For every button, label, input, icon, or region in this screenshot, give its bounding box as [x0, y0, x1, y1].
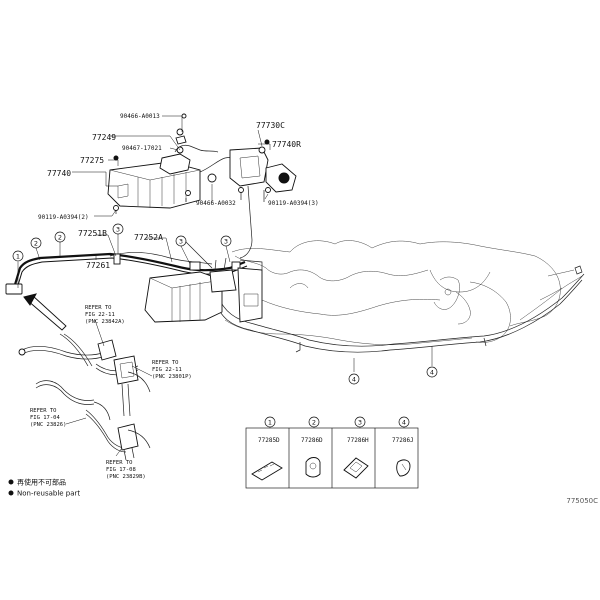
- tube-clamp: [189, 261, 201, 271]
- svg-text:1: 1: [268, 419, 272, 427]
- refer-sub-assemblies: [18, 333, 151, 461]
- label-77730c: 77730C: [256, 121, 285, 130]
- column-part-number: 77285D: [258, 437, 280, 444]
- label-77249: 77249: [92, 133, 116, 142]
- column-part-number: 77286H: [347, 437, 369, 444]
- label-77740r: 77740R: [272, 140, 301, 149]
- label-90119-a0394-3: 90119-A0394(3): [268, 200, 319, 207]
- refer-note-3: REFER TO FIG 17-04 (PNC 23826): [30, 408, 66, 428]
- table-column-2: 2 77286D: [301, 416, 323, 478]
- callout-3: 3: [175, 235, 187, 247]
- direction-arrow: [23, 293, 67, 331]
- non-reusable-legend-dot: [8, 479, 14, 485]
- callout-circles: 1 2 2 3 3 3 4 4: [12, 223, 438, 385]
- label-77275: 77275: [80, 156, 104, 165]
- hose-clip-icon: [396, 459, 411, 477]
- svg-text:2: 2: [34, 240, 38, 248]
- bracket-clamp-icon: [343, 457, 369, 479]
- svg-text:3: 3: [179, 238, 183, 246]
- svg-text:4: 4: [430, 369, 434, 377]
- label-90467-17021: 90467-17021: [122, 145, 162, 152]
- legend-text-jp: 再使用不可部品: [17, 478, 66, 487]
- column-part-number: 77286J: [392, 437, 414, 444]
- label-90119-a0394-2: 90119-A0394(2): [38, 214, 89, 221]
- non-reusable-markers: [113, 139, 270, 161]
- svg-text:3: 3: [116, 226, 120, 234]
- label-90466-a0032: 90466-A0032: [196, 200, 236, 207]
- svg-text:2: 2: [58, 234, 62, 242]
- part-number-labels: 90466-A0013 77249 90467-17021 77275 7774…: [38, 113, 319, 270]
- fastener-symbol: [181, 113, 187, 119]
- vehicle-body-outline: [224, 240, 583, 346]
- callout-2: 2: [54, 231, 66, 243]
- label-90466-a0013: 90466-A0013: [120, 113, 160, 120]
- svg-text:3: 3: [224, 238, 228, 246]
- column-part-number: 77286D: [301, 437, 323, 444]
- refer-note-2: REFER TO FIG 22-11 (PNC 23801P): [152, 360, 192, 380]
- tube-clamp: [231, 261, 241, 271]
- refer-note-4: REFER TO FIG 17-08 (PNC 23829B): [106, 460, 146, 480]
- svg-text:1: 1: [16, 253, 20, 261]
- grommet: [207, 173, 217, 183]
- clamp-icon: [251, 461, 283, 481]
- callout-4: 4: [348, 373, 360, 385]
- legend-text-en: Non-reusable part: [17, 490, 80, 498]
- callout-3: 3: [220, 235, 232, 247]
- tube-end-connector: [5, 283, 23, 295]
- clip: [176, 128, 184, 136]
- legend: 再使用不可部品 Non-reusable part: [8, 478, 80, 498]
- label-77261: 77261: [86, 261, 110, 270]
- svg-text:4: 4: [402, 419, 406, 427]
- diagram-code: 775050C: [566, 497, 598, 505]
- non-reusable-legend-dot: [8, 490, 14, 496]
- refer-notes: REFER TO FIG 22-11 (PNC 23842A) REFER TO…: [30, 305, 192, 480]
- clamp-detail-table: 1 77285D 2 77286D 3 77286H: [245, 416, 419, 489]
- table-column-3: 3 77286H: [343, 416, 369, 479]
- canister-assembly-detail: [107, 128, 297, 259]
- refer-note-1: REFER TO FIG 22-11 (PNC 23842A): [85, 305, 125, 325]
- charcoal-canister-installed: [144, 235, 263, 323]
- svg-text:3: 3: [358, 419, 362, 427]
- svg-text:4: 4: [352, 376, 356, 384]
- fuel-lines: [214, 265, 585, 353]
- label-77252a: 77252A: [134, 233, 163, 242]
- label-77740: 77740: [47, 169, 71, 178]
- callout-3: 3: [112, 223, 124, 235]
- callout-1: 1: [12, 250, 24, 262]
- table-column-4: 4 77286J: [392, 416, 414, 477]
- table-column-1: 1 77285D: [251, 416, 283, 481]
- svg-text:2: 2: [312, 419, 316, 427]
- callout-2: 2: [30, 237, 42, 249]
- label-77251b: 77251B: [78, 229, 107, 238]
- clip-icon: [305, 457, 321, 478]
- callout-4: 4: [426, 366, 438, 378]
- tube-clamp: [113, 253, 121, 265]
